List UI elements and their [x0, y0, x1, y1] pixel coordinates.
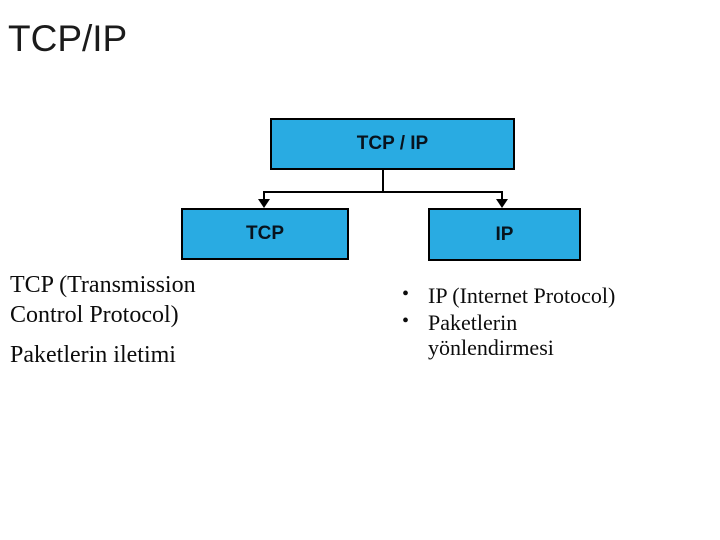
diagram-node-tcp: TCP	[181, 208, 349, 260]
connector-left-shaft	[263, 192, 265, 200]
diagram-node-tcpip: TCP / IP	[270, 118, 515, 170]
connector-vertical-stub	[382, 170, 384, 193]
arrowhead-right-icon	[496, 199, 508, 208]
left-note-tcp-description: TCP (Transmission Control Protocol)	[10, 272, 196, 328]
connector-right-shaft	[501, 192, 503, 200]
connector-horizontal-line	[263, 191, 503, 193]
bullet-item-paketlerin-line1: Paketlerin	[428, 310, 518, 335]
arrowhead-left-icon	[258, 199, 270, 208]
bullet-marker-icon: •	[402, 310, 410, 332]
bullet-item-paketlerin: • Paketlerin yönlendirmesi	[400, 310, 670, 360]
diagram-node-tcp-label: TCP	[246, 223, 284, 244]
bullet-list: • IP (Internet Protocol) • Paketlerin yö…	[400, 283, 670, 362]
slide-title: TCP/IP	[8, 18, 128, 59]
diagram-node-ip: IP	[428, 208, 581, 261]
bullet-item-ip-line1: IP (Internet Protocol)	[428, 283, 616, 308]
left-notes: TCP (Transmission Control Protocol) Pake…	[10, 270, 266, 370]
diagram-node-ip-label: IP	[495, 223, 514, 245]
bullet-item-ip: • IP (Internet Protocol)	[400, 283, 670, 308]
left-note-paketlerin-iletimi: Paketlerin iletimi	[10, 342, 176, 368]
bullet-item-paketlerin-line2: yönlendirmesi	[428, 335, 554, 360]
diagram-node-tcpip-label: TCP / IP	[356, 133, 429, 154]
bullet-marker-icon: •	[402, 283, 410, 305]
